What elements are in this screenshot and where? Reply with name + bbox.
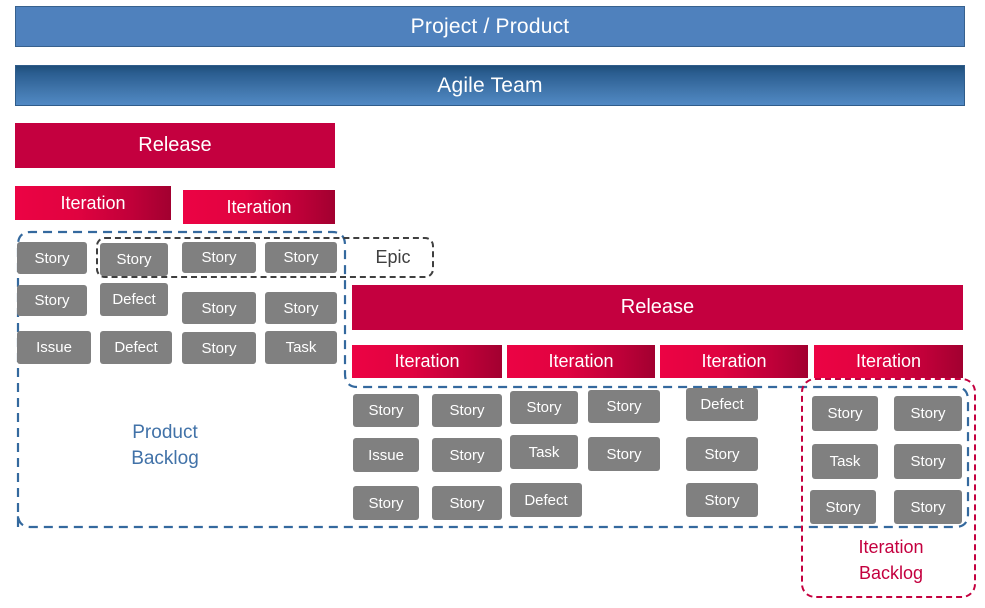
right-chip-r1c4: Story xyxy=(588,390,660,423)
banner-project-product-label: Project / Product xyxy=(410,14,570,38)
iteration-backlog-label: Iteration Backlog xyxy=(812,534,970,586)
right-chip-r3c1: Story xyxy=(353,486,419,520)
left-iteration-bar-1: Iteration xyxy=(15,186,171,220)
backlog-chip-r2c2: Story xyxy=(894,444,962,479)
right-chip-r2c2: Story xyxy=(432,438,502,472)
right-chip-r2c3: Task xyxy=(510,435,578,469)
right-iteration-label-1: Iteration xyxy=(394,351,460,371)
left-chip-r2c1: Story xyxy=(17,285,87,316)
left-chip-r1c4: Story xyxy=(265,242,337,273)
right-chip-r1c3: Story xyxy=(510,391,578,424)
epic-label: Epic xyxy=(375,246,411,267)
backlog-chip-r2c1: Task xyxy=(812,444,878,479)
right-chip-r2c4: Story xyxy=(588,437,660,471)
left-chip-r3c3: Story xyxy=(182,332,256,364)
right-chip-r1c1: Story xyxy=(353,394,419,427)
right-release-bar: Release xyxy=(352,285,963,330)
right-iteration-label-4: Iteration xyxy=(855,351,922,371)
banner-project-product: Project / Product xyxy=(15,6,965,47)
backlog-chip-r1c2: Story xyxy=(894,396,962,431)
product-backlog-label-line2: Backlog xyxy=(131,448,199,469)
right-iteration-label-2: Iteration xyxy=(548,351,614,371)
product-backlog-outline xyxy=(16,230,970,529)
banner-agile-team-label: Agile Team xyxy=(437,73,543,97)
right-chip-r3c2: Story xyxy=(432,486,502,520)
right-chip-r2c5: Story xyxy=(686,437,758,471)
right-chip-r1c2: Story xyxy=(432,394,502,427)
left-iteration-label-2: Iteration xyxy=(226,196,292,217)
iteration-backlog-label-line1: Iteration xyxy=(858,537,924,557)
left-chip-r1c2: Story xyxy=(100,243,168,276)
left-chip-r3c2: Defect xyxy=(100,331,172,364)
right-release-label: Release xyxy=(620,296,695,318)
banner-agile-team: Agile Team xyxy=(15,65,965,106)
left-chip-r2c4: Story xyxy=(265,292,337,324)
left-chip-r2c2: Defect xyxy=(100,283,168,316)
product-backlog-label-line1: Product xyxy=(132,422,198,443)
product-backlog-label: Product Backlog xyxy=(92,420,238,472)
left-chip-r1c1: Story xyxy=(17,242,87,274)
iteration-backlog-label-line2: Backlog xyxy=(858,563,924,583)
right-iteration-bar-4: Iteration xyxy=(814,345,963,378)
left-iteration-label-1: Iteration xyxy=(60,192,126,213)
backlog-chip-r3c1: Story xyxy=(810,490,876,524)
right-chip-r2c1: Issue xyxy=(353,438,419,472)
right-iteration-bar-3: Iteration xyxy=(660,345,808,378)
left-release-bar: Release xyxy=(15,123,335,168)
left-chip-r1c3: Story xyxy=(182,242,256,273)
backlog-chip-r3c2: Story xyxy=(894,490,962,524)
right-chip-r1c5: Defect xyxy=(686,388,758,421)
left-chip-r2c3: Story xyxy=(182,292,256,324)
left-release-label: Release xyxy=(138,134,212,156)
backlog-chip-r1c1: Story xyxy=(812,396,878,431)
left-chip-r3c4: Task xyxy=(265,331,337,364)
left-chip-r3c1: Issue xyxy=(17,331,91,364)
left-iteration-bar-2: Iteration xyxy=(183,190,335,224)
right-iteration-bar-1: Iteration xyxy=(352,345,502,378)
right-iteration-label-3: Iteration xyxy=(701,351,767,371)
right-chip-r3c5: Story xyxy=(686,483,758,517)
right-chip-r3c3: Defect xyxy=(510,483,582,517)
right-iteration-bar-2: Iteration xyxy=(507,345,655,378)
